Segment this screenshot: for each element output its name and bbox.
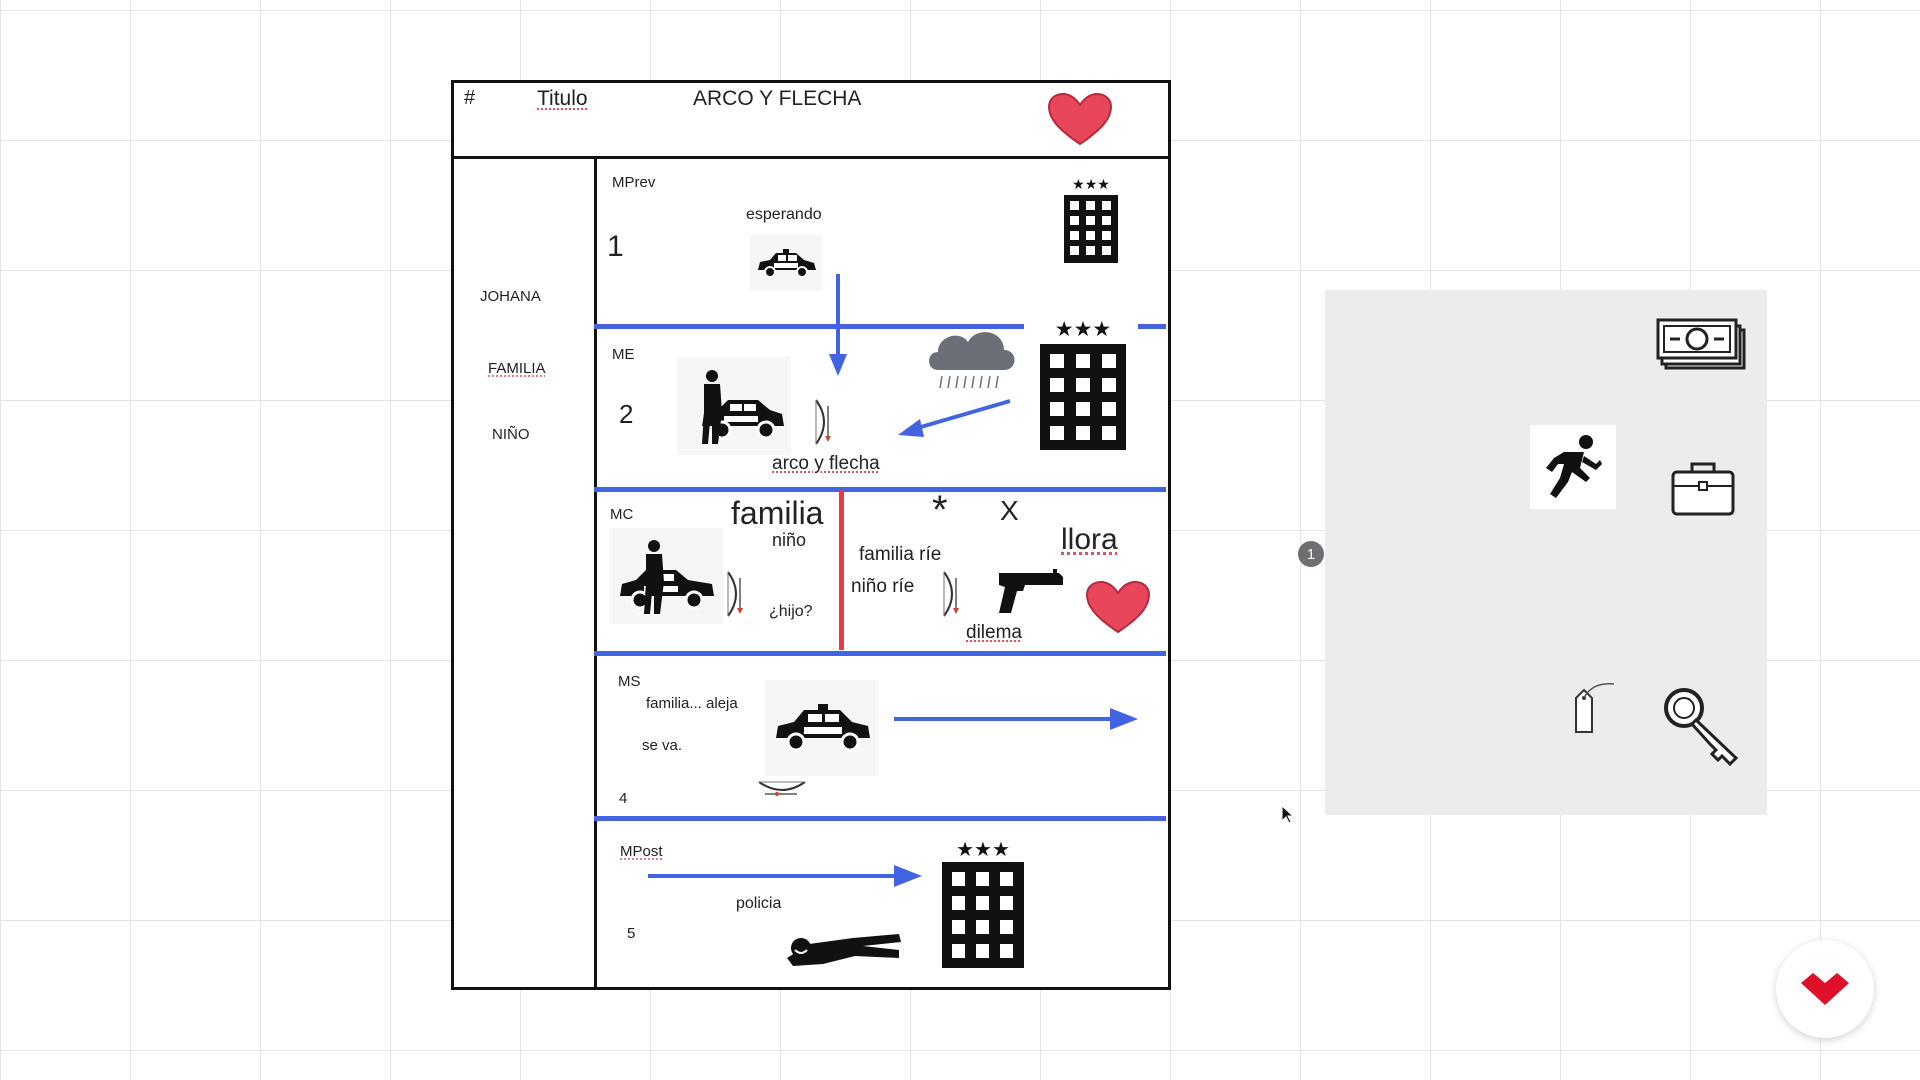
row-divider-1b — [1138, 324, 1166, 329]
bow-arrow-icon — [815, 399, 831, 445]
svg-text:★★★: ★★★ — [1055, 317, 1111, 341]
text-x: X — [1000, 495, 1019, 526]
bow-arrow-icon-3 — [943, 571, 959, 617]
police-car-icon — [750, 235, 822, 291]
text-se-va: se va. — [642, 737, 683, 754]
heart-icon-2 — [1085, 580, 1151, 634]
police-car-icon-2 — [765, 680, 879, 776]
caption-esperando: esperando — [746, 206, 822, 223]
mouse-cursor — [1281, 805, 1295, 824]
text-familia-rie: familia ríe — [859, 544, 942, 565]
running-person-icon[interactable] — [1530, 425, 1616, 509]
heart-icon — [1047, 92, 1113, 146]
text-familia-aleja: familia... aleja — [646, 695, 738, 712]
caption-arco-y-flecha: arco y flecha — [772, 453, 880, 474]
row-label-me: ME — [612, 346, 635, 363]
diagonal-arrow — [898, 399, 1011, 437]
row-label-ms: MS — [618, 673, 641, 690]
row-divider-2 — [594, 487, 1166, 492]
money-stack-icon[interactable] — [1656, 318, 1748, 374]
title-value: ARCO Y FLECHA — [693, 87, 862, 110]
row-divider-3 — [594, 651, 1166, 656]
hotel-building-icon: ★★★ — [1064, 177, 1118, 263]
row-number-2: 2 — [619, 399, 634, 429]
text-familia: familia — [731, 495, 824, 531]
text-star: * — [932, 488, 948, 532]
row-label-mprev: MPrev — [612, 174, 656, 191]
gun-icon — [999, 569, 1063, 613]
column-divider — [594, 156, 597, 987]
header-divider — [451, 156, 1168, 159]
text-dilema: dilema — [966, 622, 1022, 643]
row-label-mpost: MPost — [620, 843, 663, 860]
row-divider-4 — [594, 816, 1166, 821]
svg-text:★★★: ★★★ — [956, 837, 1010, 861]
briefcase-icon[interactable] — [1670, 458, 1736, 518]
tag-icon[interactable] — [1570, 680, 1618, 736]
character-nino: NIÑO — [492, 426, 530, 443]
right-arrow — [894, 708, 1138, 730]
brand-logo-icon — [1801, 973, 1849, 1005]
right-arrow-2 — [648, 865, 922, 887]
bow-arrow-icon-4 — [758, 781, 806, 796]
title-label: Titulo — [537, 87, 588, 110]
text-llora: llora — [1061, 523, 1118, 556]
lying-body-icon — [787, 934, 901, 966]
row-number-5: 5 — [627, 925, 636, 942]
hotel-building-icon-3: ★★★ — [942, 837, 1024, 968]
police-officer-car-icon — [677, 357, 791, 455]
caption-policia: policia — [736, 895, 782, 912]
police-officer-car-icon-2 — [609, 528, 723, 624]
rain-cloud-icon — [929, 332, 1015, 389]
row-number-4: 4 — [619, 790, 628, 807]
row-label-mc: MC — [610, 506, 634, 523]
panel-badge[interactable]: 1 — [1298, 541, 1324, 567]
bow-arrow-icon-2 — [727, 571, 743, 617]
svg-text:★★★: ★★★ — [1072, 177, 1110, 193]
hash-label: # — [464, 87, 476, 109]
row-divider-1 — [594, 324, 1024, 329]
conflict-divider — [839, 490, 844, 650]
down-arrow — [829, 274, 847, 376]
key-icon[interactable] — [1662, 686, 1742, 766]
row-number-1: 1 — [607, 230, 624, 263]
character-johana: JOHANA — [480, 288, 541, 305]
storyboard-sheet — [451, 80, 1171, 990]
text-nino-rie: niño ríe — [851, 576, 915, 597]
brand-logo-button[interactable] — [1776, 940, 1874, 1038]
hotel-building-icon-large: ★★★ — [1040, 317, 1126, 450]
text-hijo: ¿hijo? — [769, 603, 813, 620]
text-nino: niño — [772, 530, 807, 550]
character-familia: FAMILIA — [488, 360, 546, 377]
